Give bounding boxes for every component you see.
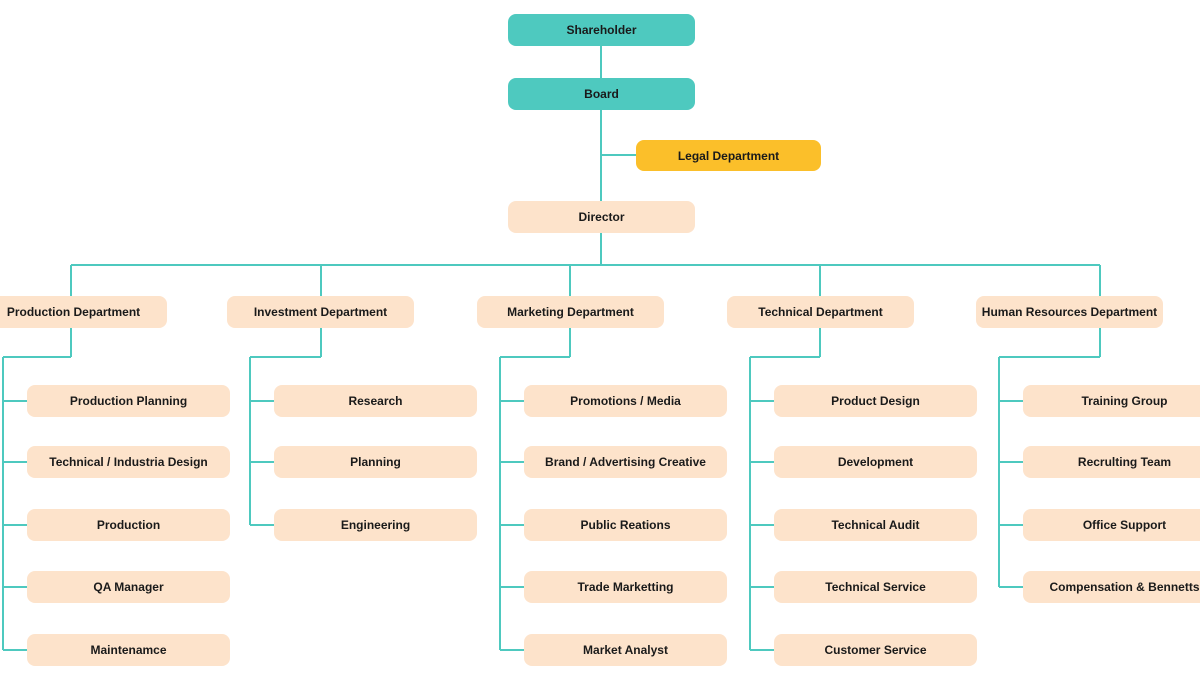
unit-compensation-bennetts[interactable]: Compensation & Bennetts bbox=[1023, 571, 1200, 603]
unit-research[interactable]: Research bbox=[274, 385, 477, 417]
unit-maintenamce[interactable]: Maintenamce bbox=[27, 634, 230, 666]
department-human-resources-department[interactable]: Human Resources Department bbox=[976, 296, 1163, 328]
shareholder-node[interactable]: Shareholder bbox=[508, 14, 695, 46]
unit-market-analyst[interactable]: Market Analyst bbox=[524, 634, 727, 666]
unit-customer-service[interactable]: Customer Service bbox=[774, 634, 977, 666]
unit-planning[interactable]: Planning bbox=[274, 446, 477, 478]
unit-technical-service[interactable]: Technical Service bbox=[774, 571, 977, 603]
unit-public-reations[interactable]: Public Reations bbox=[524, 509, 727, 541]
unit-brand-advertising-creative[interactable]: Brand / Advertising Creative bbox=[524, 446, 727, 478]
unit-qa-manager[interactable]: QA Manager bbox=[27, 571, 230, 603]
unit-product-design[interactable]: Product Design bbox=[774, 385, 977, 417]
board-node[interactable]: Board bbox=[508, 78, 695, 110]
director-node[interactable]: Director bbox=[508, 201, 695, 233]
unit-trade-marketting[interactable]: Trade Marketting bbox=[524, 571, 727, 603]
department-investment-department[interactable]: Investment Department bbox=[227, 296, 414, 328]
unit-promotions-media[interactable]: Promotions / Media bbox=[524, 385, 727, 417]
unit-recrulting-team[interactable]: Recrulting Team bbox=[1023, 446, 1200, 478]
unit-training-group[interactable]: Training Group bbox=[1023, 385, 1200, 417]
department-technical-department[interactable]: Technical Department bbox=[727, 296, 914, 328]
unit-office-support[interactable]: Office Support bbox=[1023, 509, 1200, 541]
unit-development[interactable]: Development bbox=[774, 446, 977, 478]
legal-department-node[interactable]: Legal Department bbox=[636, 140, 821, 171]
unit-technical-industria-design[interactable]: Technical / Industria Design bbox=[27, 446, 230, 478]
unit-technical-audit[interactable]: Technical Audit bbox=[774, 509, 977, 541]
unit-production[interactable]: Production bbox=[27, 509, 230, 541]
department-production-department[interactable]: Production Department bbox=[0, 296, 167, 328]
unit-engineering[interactable]: Engineering bbox=[274, 509, 477, 541]
department-marketing-department[interactable]: Marketing Department bbox=[477, 296, 664, 328]
unit-production-planning[interactable]: Production Planning bbox=[27, 385, 230, 417]
